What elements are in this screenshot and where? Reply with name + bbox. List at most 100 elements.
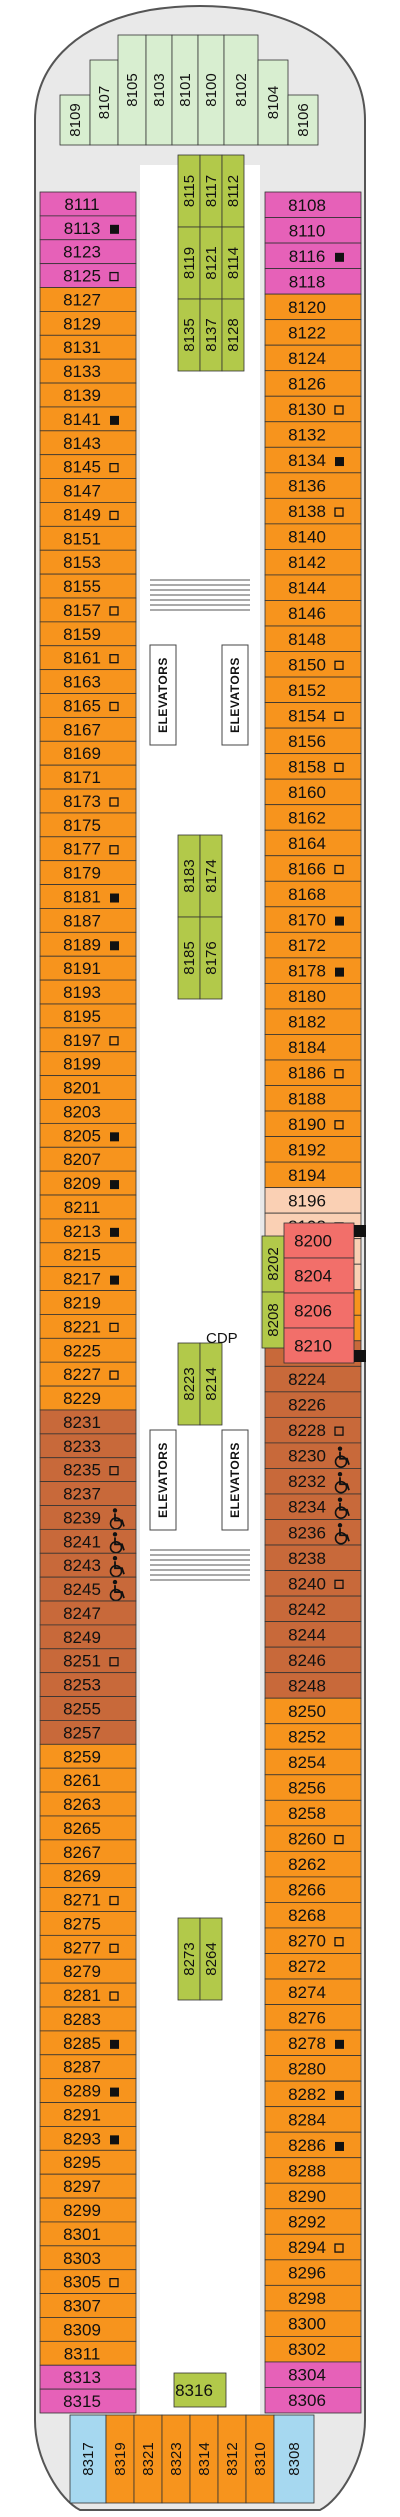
cabin-8120[interactable]: 8120 [264,293,362,321]
cabin-8261[interactable]: 8261 [39,1767,137,1793]
cabin-8152[interactable]: 8152 [264,676,362,703]
cabin-8113[interactable]: 8113 [39,215,137,241]
cabin-8214[interactable]: 8214 [199,1342,223,1426]
cabin-8253[interactable]: 8253 [39,1672,137,1697]
cabin-8128[interactable]: 8128 [221,298,245,372]
cabin-8200[interactable]: 8200 [283,1222,355,1259]
cabin-8178[interactable]: 8178 [264,957,362,984]
cabin-8209[interactable]: 8209 [39,1170,137,1196]
cabin-8171[interactable]: 8171 [39,764,137,790]
cabin-8173[interactable]: 8173 [39,788,137,814]
cabin-8221[interactable]: 8221 [39,1314,137,1339]
cabin-8195[interactable]: 8195 [39,1003,137,1029]
cabin-8163[interactable]: 8163 [39,669,137,694]
cabin-8159[interactable]: 8159 [39,621,137,647]
cabin-8203[interactable]: 8203 [39,1099,137,1124]
cabin-8197[interactable]: 8197 [39,1027,137,1053]
cabin-8186[interactable]: 8186 [264,1059,362,1086]
cabin-8145[interactable]: 8145 [39,454,137,479]
cabin-8167[interactable]: 8167 [39,716,137,742]
cabin-8132[interactable]: 8132 [264,421,362,448]
cabin-8189[interactable]: 8189 [39,931,137,957]
cabin-8243[interactable]: 8243 [39,1552,137,1578]
cabin-8288[interactable]: 8288 [264,2157,362,2184]
cabin-8127[interactable]: 8127 [39,287,137,312]
cabin-8230[interactable]: 8230 [264,1442,362,1469]
cabin-8185[interactable]: 8185 [177,916,201,1000]
cabin-8201[interactable]: 8201 [39,1075,137,1100]
cabin-8283[interactable]: 8283 [39,2006,137,2032]
cabin-8166[interactable]: 8166 [264,855,362,882]
cabin-8147[interactable]: 8147 [39,478,137,503]
cabin-8162[interactable]: 8162 [264,804,362,831]
cabin-8269[interactable]: 8269 [39,1863,137,1889]
cabin-8287[interactable]: 8287 [39,2054,137,2080]
cabin-8210[interactable]: 8210 [283,1327,355,1364]
cabin-8141[interactable]: 8141 [39,406,137,432]
cabin-8277[interactable]: 8277 [39,1934,137,1960]
cabin-8125[interactable]: 8125 [39,263,137,288]
cabin-8304[interactable]: 8304 [264,2361,362,2388]
cabin-8238[interactable]: 8238 [264,1544,362,1571]
cabin-8279[interactable]: 8279 [39,1958,137,1984]
cabin-8164[interactable]: 8164 [264,829,362,857]
cabin-8271[interactable]: 8271 [39,1887,137,1912]
cabin-8192[interactable]: 8192 [264,1136,362,1163]
cabin-8307[interactable]: 8307 [39,2293,137,2318]
cabin-8131[interactable]: 8131 [39,334,137,360]
cabin-8146[interactable]: 8146 [264,600,362,627]
cabin-8239[interactable]: 8239 [39,1505,137,1530]
cabin-8315[interactable]: 8315 [39,2388,137,2414]
cabin-8116[interactable]: 8116 [264,242,362,269]
cabin-8136[interactable]: 8136 [264,472,362,499]
cabin-8109[interactable]: 8109 [59,94,91,146]
cabin-8211[interactable]: 8211 [39,1194,137,1220]
cabin-8180[interactable]: 8180 [264,982,362,1010]
cabin-8190[interactable]: 8190 [264,1110,362,1137]
cabin-8291[interactable]: 8291 [39,2102,137,2127]
cabin-8165[interactable]: 8165 [39,693,137,718]
cabin-8251[interactable]: 8251 [39,1648,137,1674]
cabin-8202[interactable]: 8202 [261,1235,285,1293]
cabin-8233[interactable]: 8233 [39,1433,137,1459]
cabin-8319[interactable]: 8319 [105,2414,135,2504]
cabin-8281[interactable]: 8281 [39,1982,137,2008]
cabin-8229[interactable]: 8229 [39,1385,137,1411]
cabin-8299[interactable]: 8299 [39,2197,137,2223]
cabin-8111[interactable]: 8111 [39,191,137,217]
cabin-8246[interactable]: 8246 [264,1646,362,1674]
cabin-8160[interactable]: 8160 [264,778,362,806]
cabin-8266[interactable]: 8266 [264,1876,362,1903]
cabin-8278[interactable]: 8278 [264,2029,362,2056]
cabin-8313[interactable]: 8313 [39,2364,137,2390]
cabin-8276[interactable]: 8276 [264,2004,362,2031]
cabin-8135[interactable]: 8135 [177,298,201,372]
cabin-8289[interactable]: 8289 [39,2078,137,2103]
cabin-8121[interactable]: 8121 [199,226,223,300]
cabin-8240[interactable]: 8240 [264,1570,362,1597]
cabin-8188[interactable]: 8188 [264,1085,362,1112]
cabin-8144[interactable]: 8144 [264,574,362,601]
cabin-8252[interactable]: 8252 [264,1723,362,1750]
cabin-8236[interactable]: 8236 [264,1519,362,1546]
cabin-8143[interactable]: 8143 [39,430,137,456]
cabin-8154[interactable]: 8154 [264,702,362,729]
cabin-8227[interactable]: 8227 [39,1361,137,1387]
cabin-8314[interactable]: 8314 [189,2414,219,2504]
cabin-8168[interactable]: 8168 [264,880,362,908]
cabin-8267[interactable]: 8267 [39,1839,137,1865]
cabin-8100[interactable]: 8100 [197,34,225,146]
cabin-8105[interactable]: 8105 [117,34,147,146]
cabin-8204[interactable]: 8204 [283,1257,355,1294]
cabin-8170[interactable]: 8170 [264,906,362,933]
cabin-8172[interactable]: 8172 [264,931,362,959]
cabin-8217[interactable]: 8217 [39,1266,137,1291]
cabin-8223[interactable]: 8223 [177,1342,201,1426]
cabin-8301[interactable]: 8301 [39,2221,137,2247]
cabin-8297[interactable]: 8297 [39,2173,137,2199]
cabin-8184[interactable]: 8184 [264,1034,362,1061]
cabin-8118[interactable]: 8118 [264,268,362,295]
cabin-8129[interactable]: 8129 [39,311,137,336]
cabin-8196[interactable]: 8196 [264,1187,362,1214]
cabin-8254[interactable]: 8254 [264,1748,362,1776]
